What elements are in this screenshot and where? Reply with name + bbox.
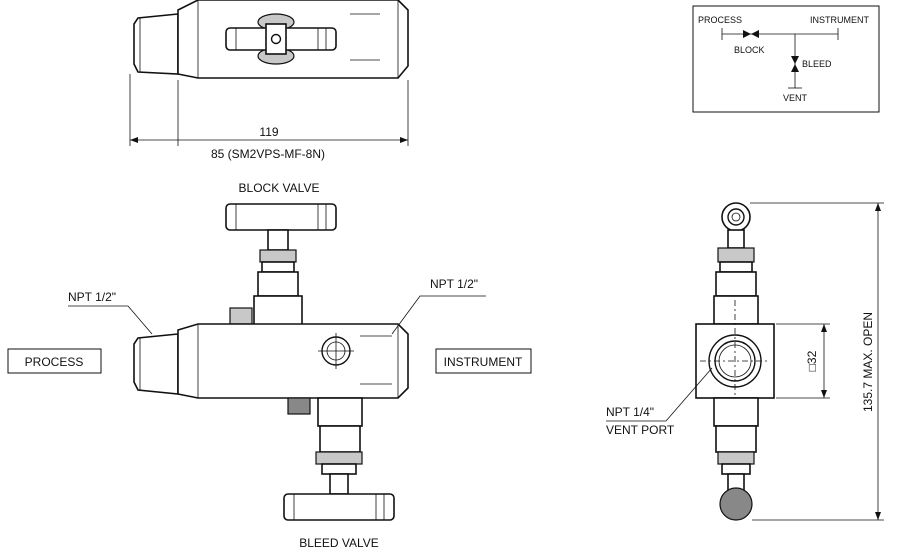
npt-right-label: NPT 1/2" [430, 277, 478, 291]
bleed-valve-label: BLEED VALVE [299, 536, 379, 550]
schematic-vent-label: VENT [783, 93, 808, 103]
model-length-dimension: 85 (SM2VPS-MF-8N) [211, 147, 325, 161]
height-open-dimension: 135.7 MAX. OPEN [861, 312, 875, 412]
overall-length-dimension: 119 [259, 125, 278, 139]
bleed-valve-symbol [791, 56, 799, 64]
process-label: PROCESS [25, 355, 84, 369]
vent-port-label: VENT PORT [606, 423, 675, 437]
schematic-bleed-label: BLEED [802, 59, 832, 69]
flow-schematic [692, 5, 880, 113]
side-view [606, 202, 884, 521]
schematic-block-label: BLOCK [734, 45, 765, 55]
top-view [129, 0, 409, 146]
npt-vent-label: NPT 1/4" [606, 405, 654, 419]
block-valve-symbol [743, 30, 751, 38]
front-view [7, 203, 532, 521]
schematic-process-label: PROCESS [698, 15, 742, 25]
square-size-dimension: □32 [805, 350, 819, 371]
block-valve-label: BLOCK VALVE [239, 181, 320, 195]
schematic-instrument-label: INSTRUMENT [810, 15, 869, 25]
npt-left-label: NPT 1/2" [68, 290, 116, 304]
instrument-label: INSTRUMENT [444, 355, 523, 369]
